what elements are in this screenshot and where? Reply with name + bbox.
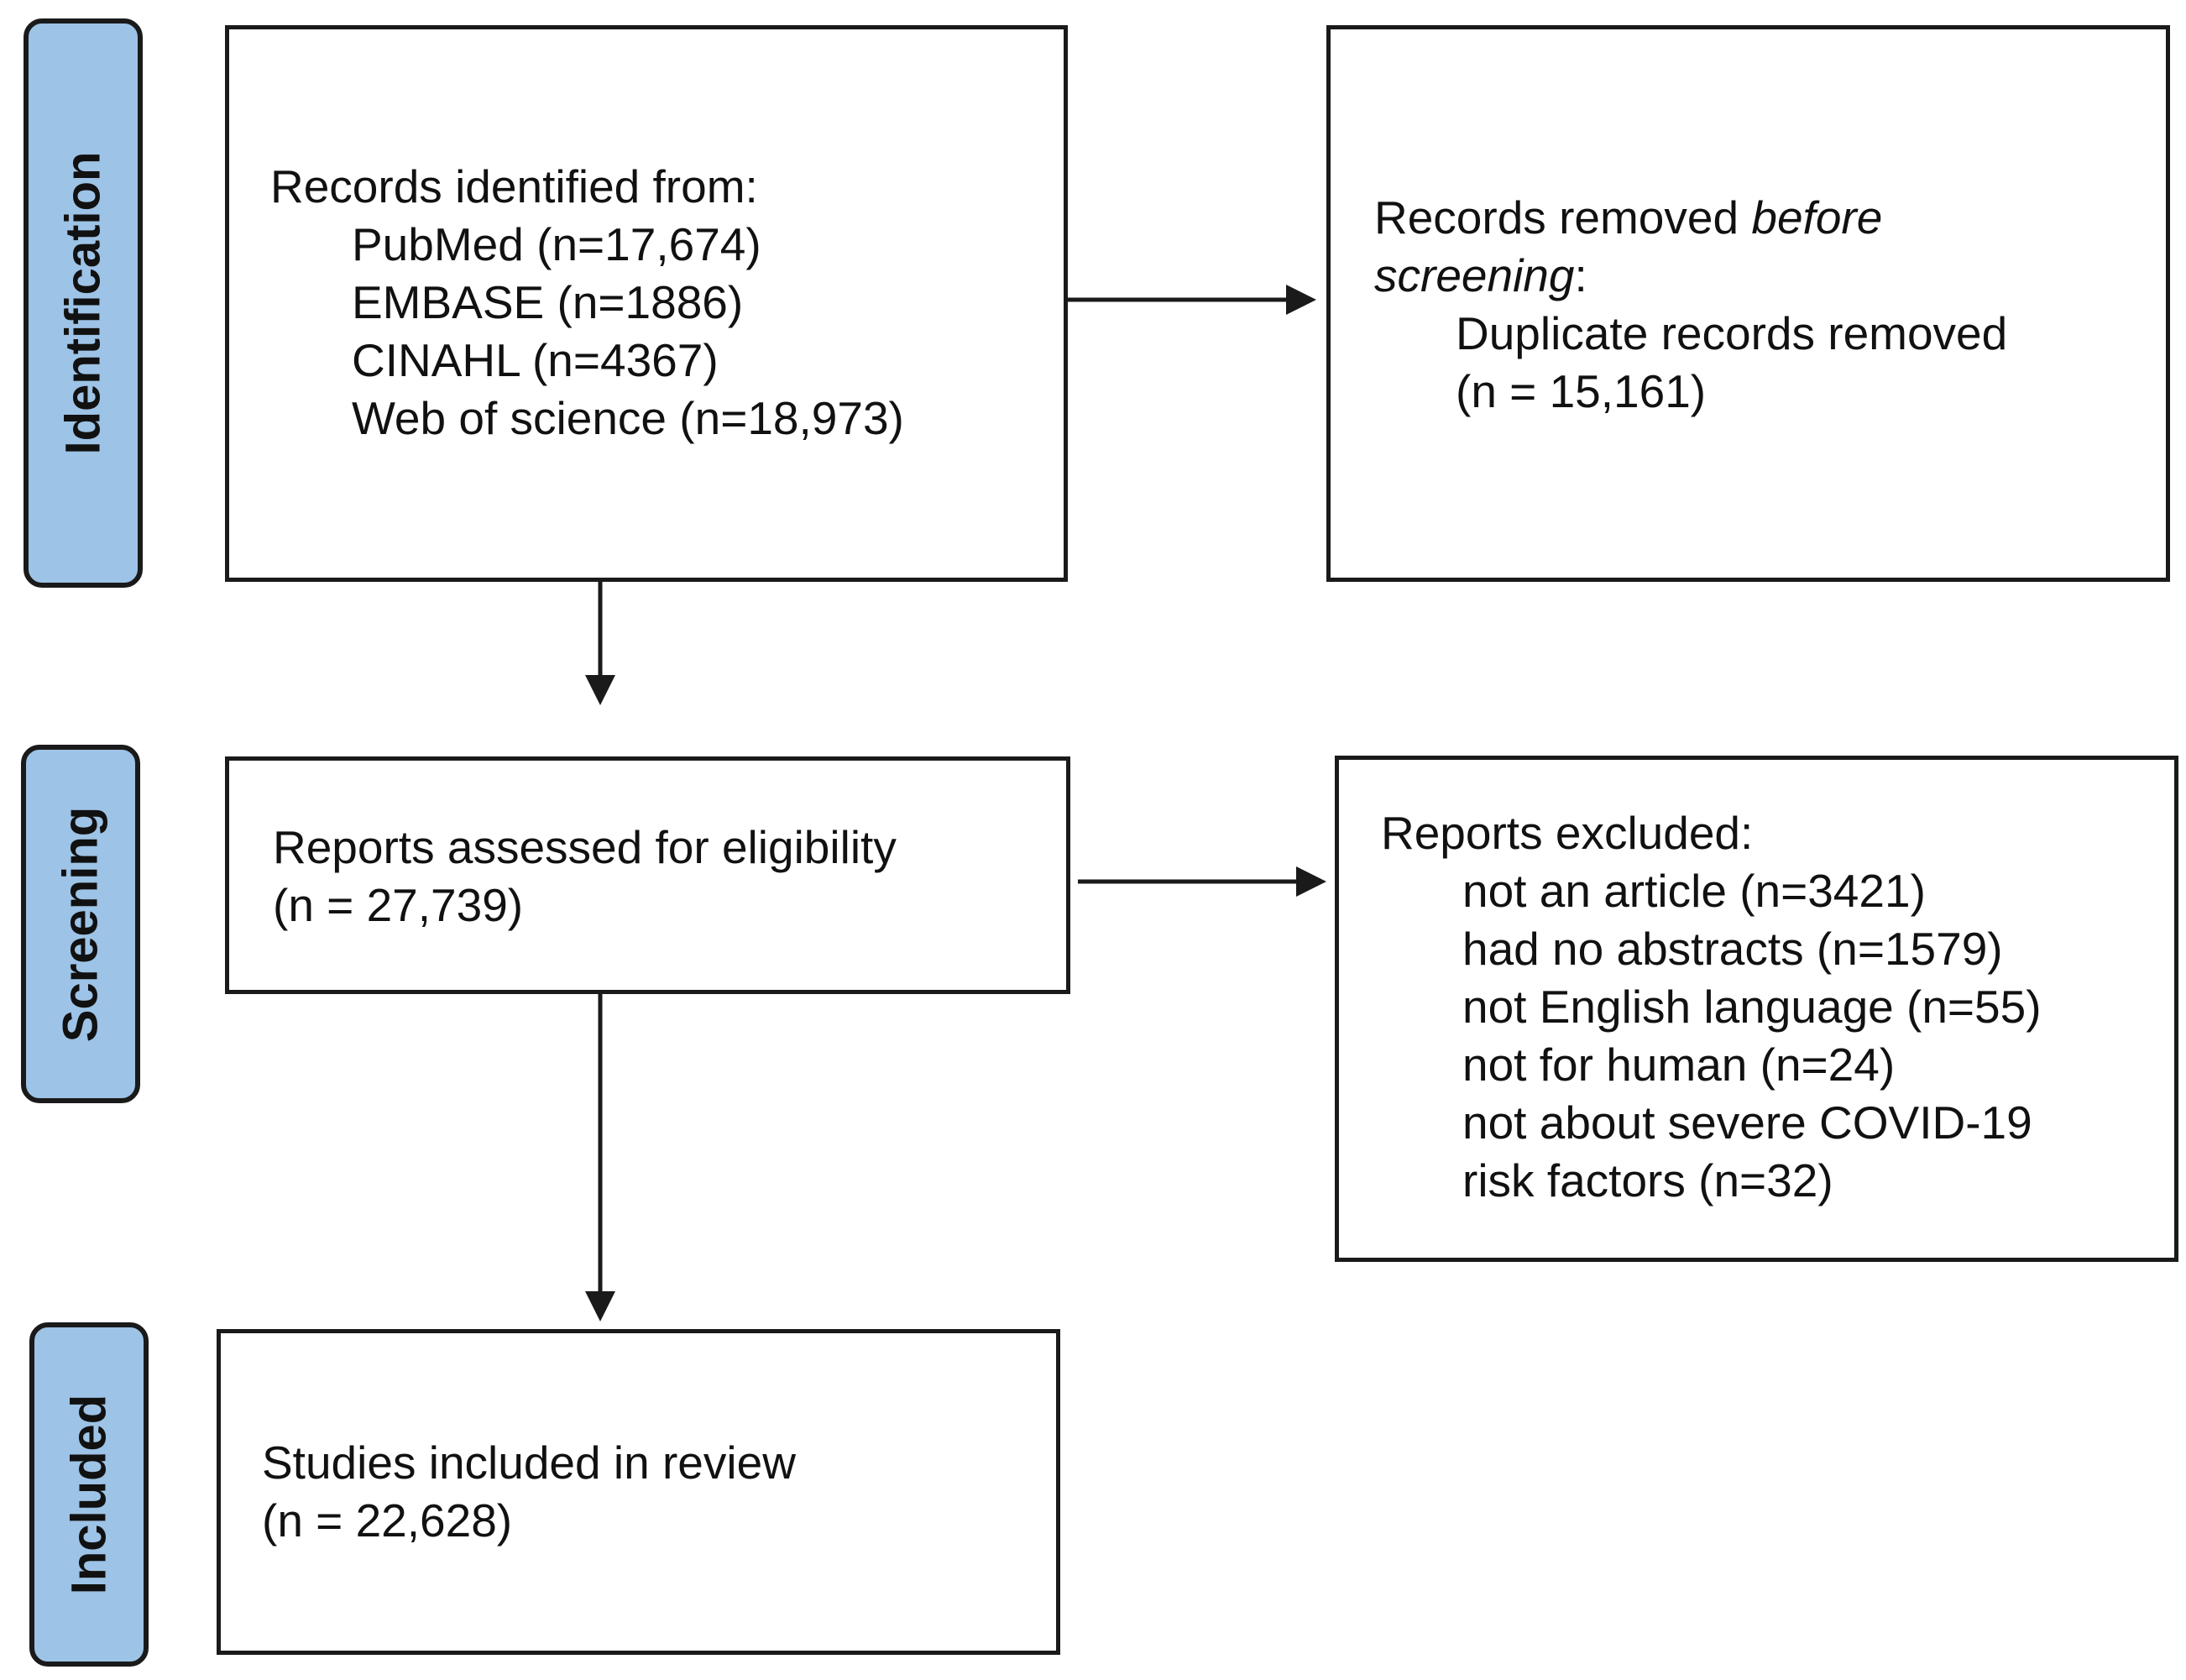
records-removed-text: Records removed before screening: Duplic… bbox=[1374, 189, 2007, 421]
phase-identification: Identification bbox=[24, 18, 143, 588]
reports-excluded-box bbox=[1335, 756, 2178, 1262]
excluded-reason: risk factors (n=32) bbox=[1462, 1154, 1833, 1206]
reports-assessed-label: Reports assessed for eligibility bbox=[273, 821, 897, 873]
studies-included-label: Studies included in review bbox=[262, 1437, 796, 1489]
reports-assessed-text: Reports assessed for eligibility (n = 27… bbox=[273, 819, 897, 934]
studies-included-count: (n = 22,628) bbox=[262, 1494, 513, 1547]
records-removed-heading-line1: Records removed before bbox=[1374, 189, 2007, 247]
excluded-reason: had no abstracts (n=1579) bbox=[1462, 923, 2003, 975]
phase-included: Included bbox=[29, 1322, 149, 1667]
phase-screening: Screening bbox=[21, 745, 140, 1103]
source-embase: EMBASE (n=1886) bbox=[352, 276, 744, 328]
records-removed-box bbox=[1326, 25, 2170, 582]
records-identified-text: Records identified from: PubMed (n=17,67… bbox=[270, 158, 904, 447]
excluded-reason: not about severe COVID-19 bbox=[1462, 1096, 2032, 1149]
arrowhead-assessed-to-excluded bbox=[1296, 866, 1326, 897]
records-identified-box bbox=[225, 25, 1068, 582]
excluded-reason: not for human (n=24) bbox=[1462, 1039, 1896, 1091]
excluded-reason: not English language (n=55) bbox=[1462, 981, 2042, 1033]
source-cinahl: CINAHL (n=4367) bbox=[352, 334, 719, 386]
source-pubmed: PubMed (n=17,674) bbox=[352, 218, 761, 270]
studies-included-box bbox=[217, 1329, 1060, 1655]
reports-assessed-count: (n = 27,739) bbox=[273, 879, 524, 931]
duplicates-removed-count: (n = 15,161) bbox=[1456, 365, 1707, 417]
reports-assessed-box bbox=[225, 756, 1070, 994]
arrowhead-identified-to-assessed bbox=[585, 675, 615, 705]
excluded-reason: not an article (n=3421) bbox=[1462, 865, 1926, 917]
records-removed-before: before bbox=[1751, 191, 1883, 243]
reports-excluded-text: Reports excluded: not an article (n=3421… bbox=[1381, 804, 2042, 1210]
source-web-of-science: Web of science (n=18,973) bbox=[352, 392, 904, 444]
reports-excluded-heading: Reports excluded: bbox=[1381, 807, 1754, 859]
duplicates-removed-label: Duplicate records removed bbox=[1456, 307, 2008, 359]
records-removed-prefix: Records removed bbox=[1374, 191, 1752, 243]
studies-included-text: Studies included in review (n = 22,628) bbox=[262, 1434, 796, 1550]
records-removed-colon: : bbox=[1574, 249, 1587, 301]
records-removed-screening: screening bbox=[1374, 249, 1575, 301]
records-identified-heading: Records identified from: bbox=[270, 160, 758, 212]
arrowhead-identified-to-removed bbox=[1286, 285, 1316, 315]
records-removed-heading-line2: screening: bbox=[1374, 247, 2007, 305]
arrowhead-assessed-to-included bbox=[585, 1291, 615, 1321]
